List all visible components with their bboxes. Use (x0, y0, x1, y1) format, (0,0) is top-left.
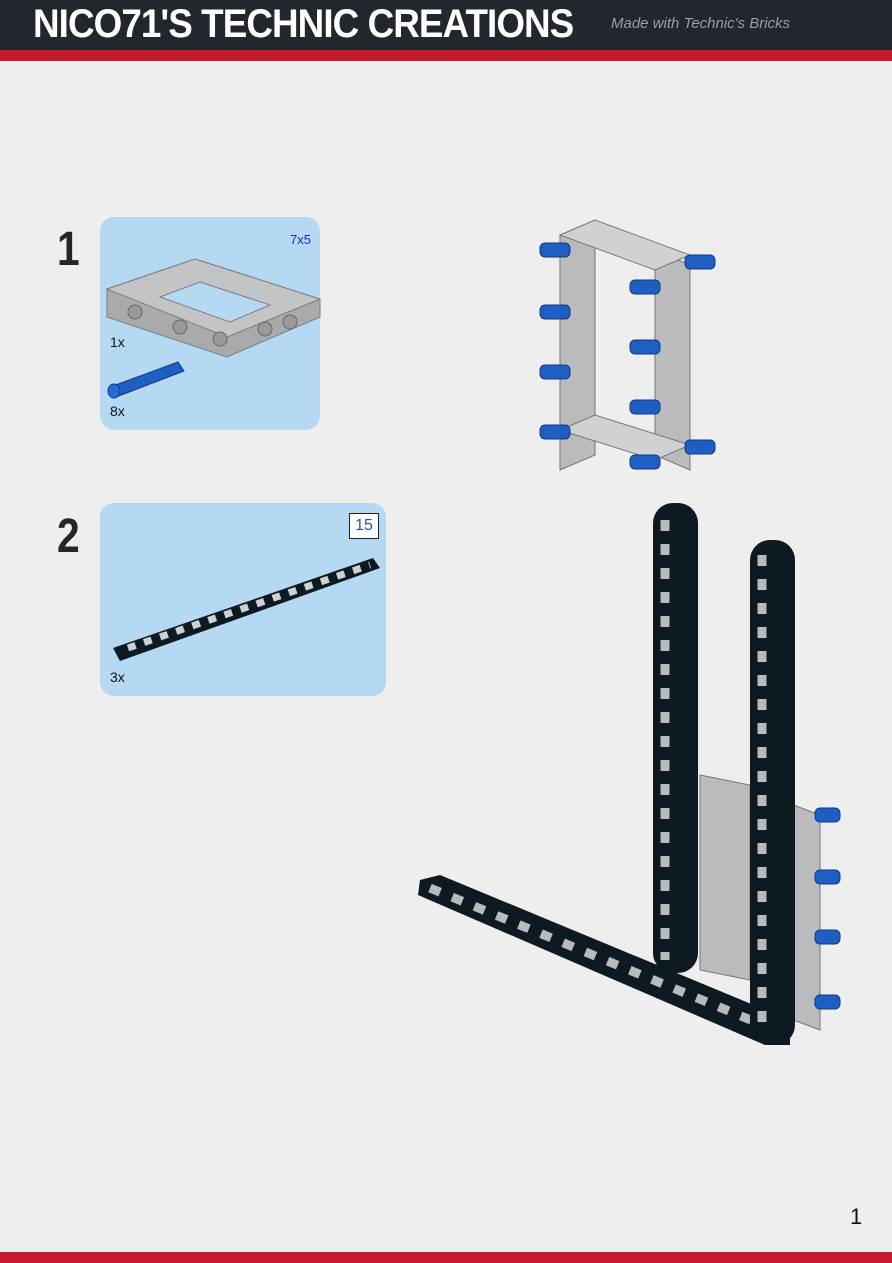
step-number-2: 2 (57, 510, 80, 563)
frame-quantity: 1x (110, 334, 125, 350)
parts-list-step-2: 15 3x (100, 503, 386, 696)
page-header: NICO71'S TECHNIC CREATIONS Made with Tec… (0, 0, 892, 50)
liftarm-quantity: 3x (110, 669, 125, 685)
step-1-assembly-illustration (539, 219, 716, 471)
pin-quantity: 8x (110, 403, 125, 419)
open-frame-part-icon (105, 258, 322, 358)
page-number: 1 (850, 1204, 863, 1229)
footer-accent-bar (0, 1252, 892, 1263)
step-2-assembly-illustration (418, 503, 841, 1045)
parts-list-step-1: 7x5 1x 8x (100, 217, 322, 430)
page-title: NICO71'S TECHNIC CREATIONS (33, 2, 574, 46)
frame-size-label: 7x5 (290, 232, 311, 247)
liftarm-length-label: 15 (349, 513, 379, 539)
liftarm-15-part-icon (113, 558, 380, 661)
page-subtitle: Made with Technic's Bricks (611, 15, 791, 32)
header-accent-bar (0, 50, 892, 61)
step-number-1: 1 (57, 223, 80, 276)
blue-pin-part-icon (107, 361, 185, 399)
